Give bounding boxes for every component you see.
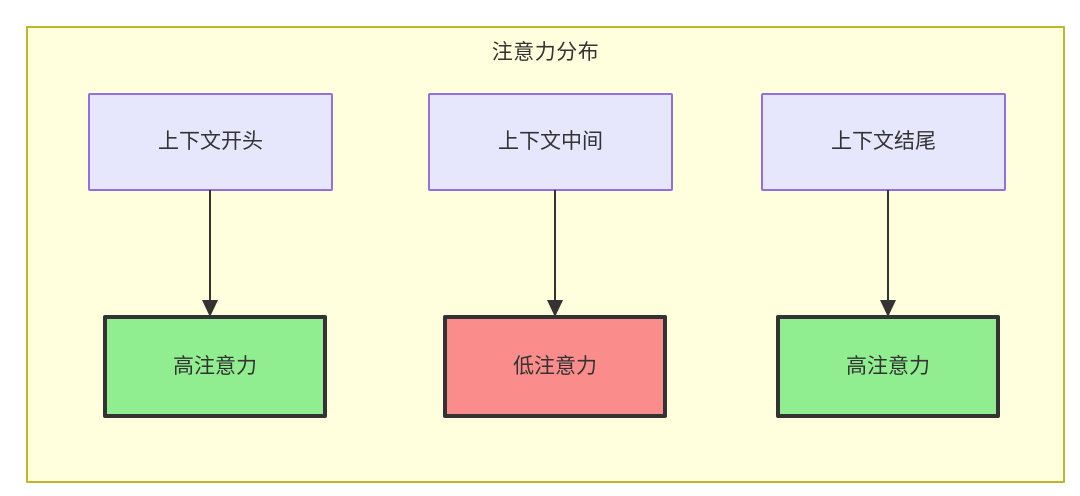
node-context-middle[interactable]: 上下文中间 [428,93,673,191]
node-attention-high-end-label: 高注意力 [846,354,930,378]
diagram-title: 注意力分布 [491,41,600,64]
node-context-start[interactable]: 上下文开头 [88,93,333,191]
node-attention-high-start[interactable]: 高注意力 [103,315,327,418]
node-context-end[interactable]: 上下文结尾 [761,93,1006,191]
edge-context-end-to-high [876,190,900,318]
node-context-end-label: 上下文结尾 [831,130,936,154]
node-context-start-label: 上下文开头 [158,130,263,154]
edge-context-start-to-high [198,190,222,318]
edge-context-middle-to-low [543,190,567,318]
node-attention-low-middle[interactable]: 低注意力 [443,315,667,418]
node-attention-high-end[interactable]: 高注意力 [776,315,1000,418]
node-attention-high-start-label: 高注意力 [173,354,257,378]
node-attention-low-middle-label: 低注意力 [513,354,597,378]
node-context-middle-label: 上下文中间 [498,130,603,154]
